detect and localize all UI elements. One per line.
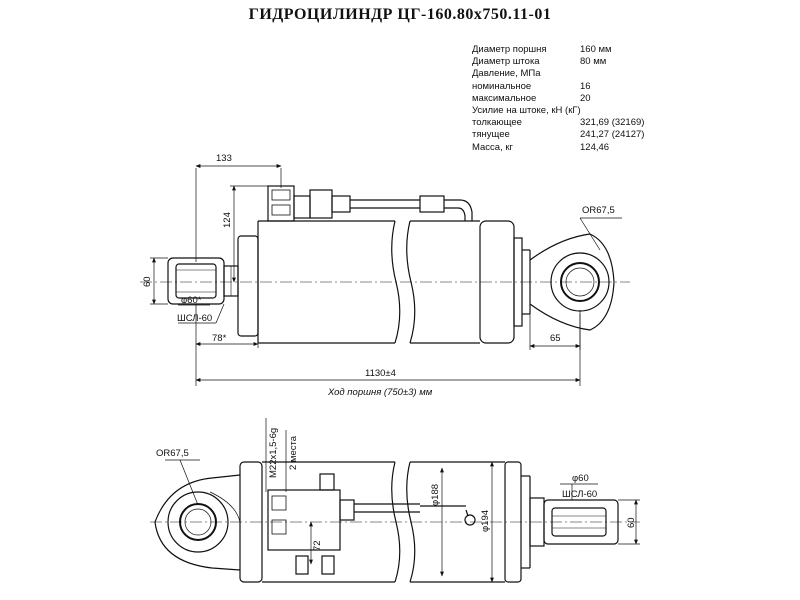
- spec-label: тянущее: [472, 129, 510, 141]
- top-left-rod-end: [167, 257, 239, 305]
- top-head-cap: [237, 235, 259, 337]
- spec-row: толкающее 321,69 (32169): [472, 117, 652, 129]
- dim-1130: 1130±4: [365, 368, 396, 379]
- bottom-view-dimensions: [150, 418, 640, 583]
- top-view-dimensions: [140, 164, 630, 386]
- spec-value: 80 мм: [580, 56, 607, 68]
- spec-label: Масса, кг: [472, 141, 513, 153]
- dim-phi188: φ188: [430, 484, 441, 506]
- spec-value: 160 мм: [580, 44, 612, 55]
- spec-row: Диаметр штока 80 мм: [472, 56, 652, 68]
- spec-value: 16: [580, 80, 591, 92]
- top-valve-assembly: [267, 185, 473, 222]
- spec-row: Диаметр поршня 160 мм: [472, 44, 652, 56]
- spec-row: Давление, МПа: [472, 68, 652, 80]
- spec-label: толкающее: [472, 117, 522, 129]
- spec-row: номинальное 16: [472, 81, 652, 93]
- dim-thread: M22х1,5-6g: [268, 428, 279, 478]
- dim-two-places: 2 места: [288, 435, 299, 470]
- spec-row: Усилие на штоке, кН (кГ): [472, 105, 652, 117]
- dim-r675-top: OR67,5: [582, 205, 615, 216]
- dim-r675-bottom: OR67,5: [156, 448, 189, 459]
- dim-60-right: 60: [626, 517, 637, 528]
- top-view-labels: 133 124 60 φ60* ШСЛ-60 78* 1130±4 Ход по…: [142, 153, 615, 398]
- spec-value: 20: [580, 92, 591, 104]
- dim-shl60-bottom: ШСЛ-60: [562, 489, 597, 500]
- spec-label: Диаметр поршня: [472, 44, 547, 55]
- bottom-valve-block: [267, 473, 476, 575]
- spec-label: Диаметр штока: [472, 56, 540, 68]
- spec-label: максимальное: [472, 92, 537, 104]
- dim-phi194: φ194: [480, 510, 491, 532]
- spec-label: Усилие на штоке, кН (кГ): [472, 104, 581, 116]
- dim-78-star: 78*: [212, 333, 227, 344]
- dim-shl60-top: ШСЛ-60: [177, 313, 212, 324]
- top-view: [167, 185, 615, 344]
- dim-phi60-bottom: φ60: [572, 473, 589, 484]
- dim-60-left: 60: [142, 276, 153, 287]
- bottom-left-eye: [154, 474, 241, 571]
- spec-value: 124,46: [580, 141, 610, 153]
- spec-row: Масса, кг 124,46: [472, 142, 652, 154]
- dim-65: 65: [550, 333, 561, 344]
- spec-row: максимальное 20: [472, 93, 652, 105]
- dim-phi60-star: φ60*: [181, 295, 202, 306]
- spec-row: тянущее 241,27 (24127): [472, 129, 652, 141]
- dim-124: 124: [222, 212, 233, 228]
- spec-label: Давление, МПа: [472, 68, 541, 80]
- spec-value: 321,69 (32169): [580, 117, 645, 129]
- spec-value: 241,27 (24127): [580, 129, 645, 141]
- dim-72: 72: [312, 540, 323, 551]
- dim-stroke: Ход поршня (750±3) мм: [327, 387, 433, 398]
- drawing-title: ГИДРОЦИЛИНДР ЦГ-160.80х750.11-01: [248, 6, 552, 23]
- dim-133: 133: [216, 153, 232, 164]
- bottom-view-labels: OR67,5 M22х1,5-6g 2 места 72 φ188 φ194 φ…: [156, 428, 637, 551]
- spec-label: номинальное: [472, 80, 532, 92]
